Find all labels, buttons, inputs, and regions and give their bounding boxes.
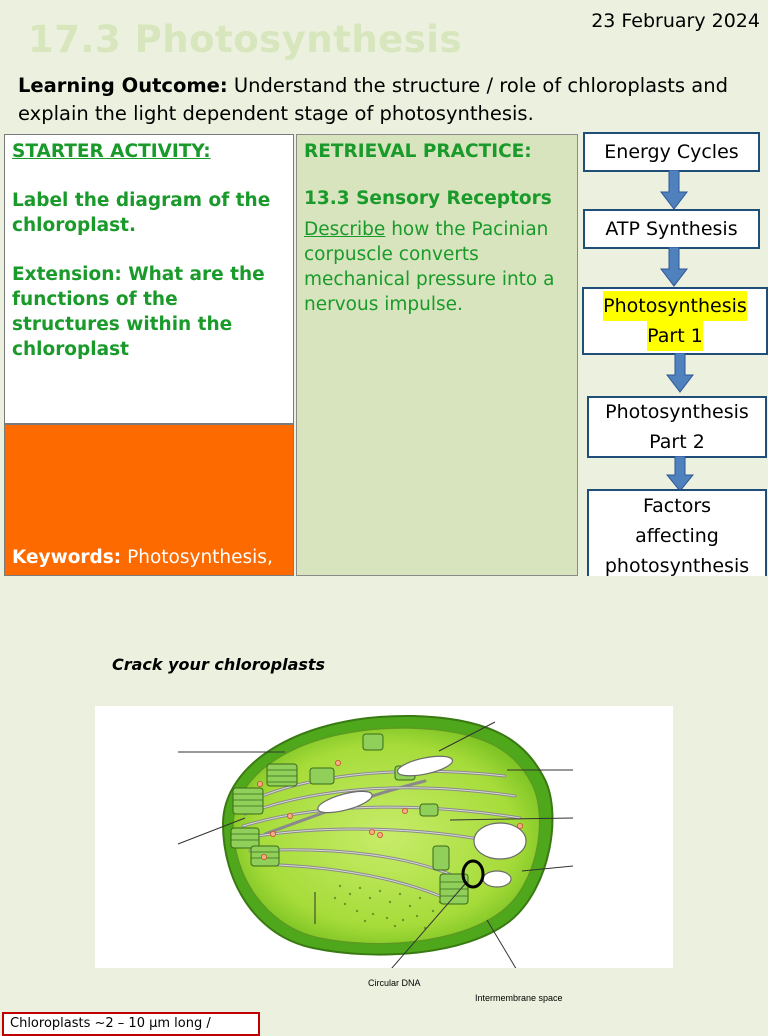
retrieval-question: Describe how the Pacinian corpuscle conv… [304, 217, 570, 317]
starter-extension: Extension: What are the functions of the… [12, 264, 265, 360]
label-lines [177, 721, 574, 968]
flow-arrow-2 [660, 247, 688, 287]
flow-label-photo2-line1: Photosynthesis [605, 401, 749, 423]
bottom-note-box: Chloroplasts ~2 – 10 μm long / [2, 1012, 260, 1036]
keywords-text: Keywords: Photosynthesis, [12, 545, 293, 570]
flow-box-photosynthesis-part-1: Photosynthesis Part 1 [582, 287, 768, 355]
keywords-panel: Keywords: Photosynthesis, [4, 424, 294, 576]
label-intermembrane-space: Intermembrane space [475, 993, 563, 1003]
learning-outcome-text: Understand the structure / role of chlor… [18, 74, 728, 125]
page-title: 17.3 Photosynthesis [28, 18, 462, 61]
date-label: 23 February 2024 [591, 10, 760, 32]
circular-dna-marker [461, 859, 485, 889]
starter-activity-panel: STARTER ACTIVITY: Label the diagram of t… [4, 134, 294, 424]
flow-label-factors-line2: affecting [635, 525, 719, 547]
flow-label-factors-line3: photosynthesis [604, 555, 750, 576]
starter-task: Label the diagram of the chloroplast. [12, 190, 271, 236]
retrieval-topic: 13.3 Sensory Receptors [304, 188, 552, 209]
learning-outcome-label: Learning Outcome: [18, 74, 228, 97]
flow-box-photosynthesis-part-2: Photosynthesis Part 2 [587, 396, 767, 458]
lipid-droplets [256, 760, 523, 860]
retrieval-command-word: Describe [304, 219, 386, 240]
keywords-list: Photosynthesis, [121, 547, 273, 568]
retrieval-practice-panel: RETRIEVAL PRACTICE: 13.3 Sensory Recepto… [296, 134, 578, 576]
diagram-caption: Crack your chloroplasts [112, 655, 326, 674]
flow-label-atp-synthesis: ATP Synthesis [605, 218, 738, 240]
flow-box-factors-affecting-photosynthesis: Factors affecting photosynthesis [587, 489, 767, 576]
ribosomes [333, 884, 442, 930]
flow-label-photo1-line1: Photosynthesis [603, 291, 747, 321]
retrieval-heading: RETRIEVAL PRACTICE: [304, 141, 532, 162]
flow-arrow-4 [666, 456, 694, 492]
flow-label-photo2-line2: Part 2 [649, 431, 705, 453]
label-circular-dna: Circular DNA [368, 978, 421, 988]
chloroplast-diagram [95, 706, 673, 968]
flow-label-energy-cycles: Energy Cycles [604, 141, 739, 163]
flow-arrow-1 [660, 170, 688, 210]
starter-heading: STARTER ACTIVITY: [12, 141, 211, 162]
flow-label-photo1-line2: Part 1 [647, 321, 703, 351]
flow-label-factors-line1: Factors [642, 495, 712, 517]
flow-box-atp-synthesis: ATP Synthesis [583, 209, 760, 249]
starch-grains [317, 755, 527, 888]
flow-arrow-3 [666, 353, 694, 393]
flow-box-energy-cycles: Energy Cycles [583, 132, 760, 172]
retrieval-question-text: how the Pacinian corpuscle converts mech… [304, 219, 555, 315]
keywords-label: Keywords: [12, 547, 122, 568]
learning-outcome: Learning Outcome: Understand the structu… [18, 72, 758, 128]
